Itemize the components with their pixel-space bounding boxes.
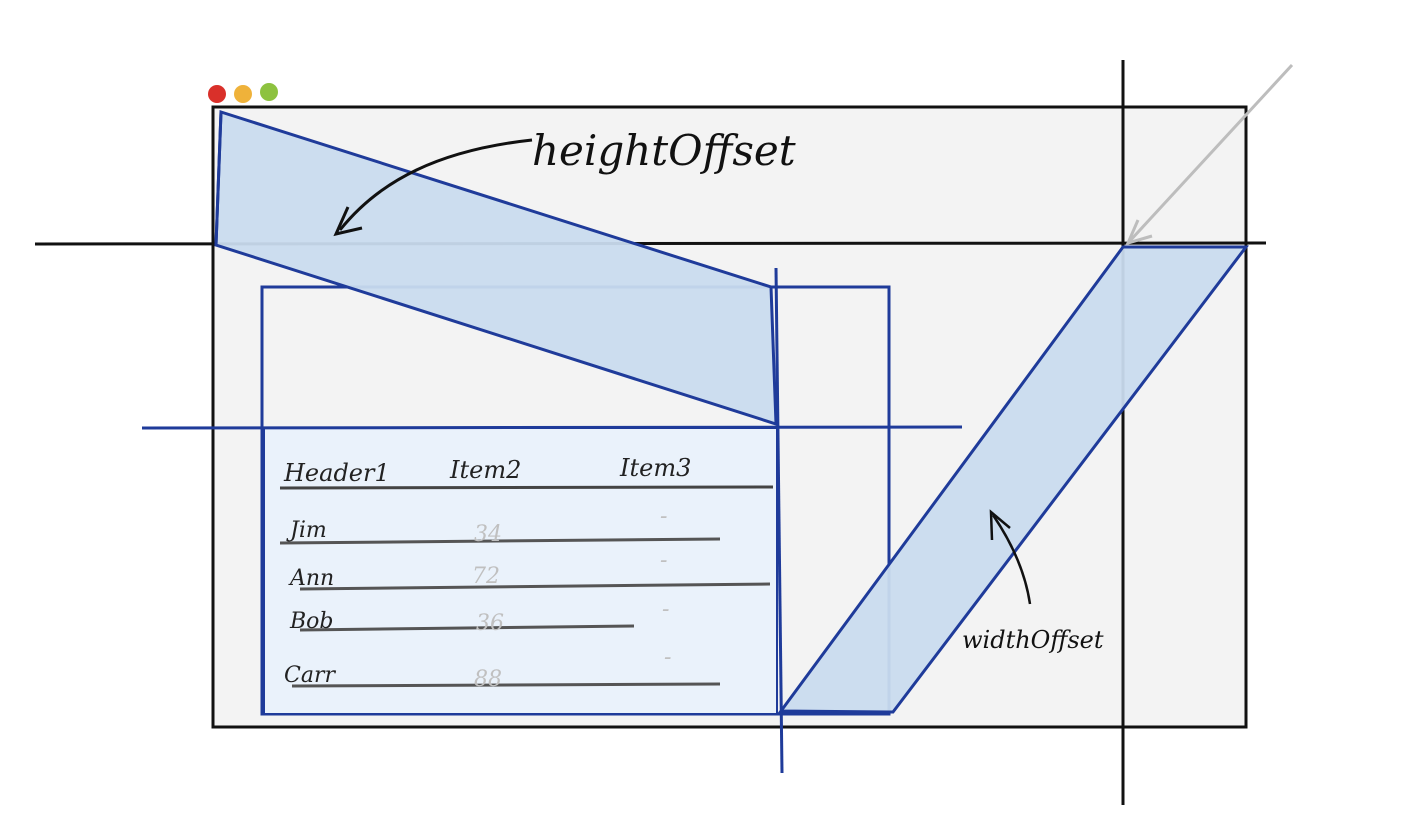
- table-header-1: Header1: [283, 459, 390, 487]
- height-offset-arrowhead: [333, 206, 363, 237]
- table-header-rule: [279, 485, 774, 490]
- row-4-name: Carr: [284, 663, 336, 688]
- width-offset-arrowhead: [989, 509, 1011, 541]
- gray-arrow-line: [1126, 63, 1294, 245]
- row-2-extra: -: [660, 548, 667, 573]
- row-3-value: 36: [476, 611, 504, 636]
- height-offset-vertical: [214, 111, 223, 246]
- row-2-name: Ann: [288, 566, 334, 591]
- table-header-3: Item3: [619, 454, 691, 482]
- row-1-name: Jim: [286, 518, 327, 543]
- row-2-value: 72: [472, 564, 500, 589]
- row-1-extra: -: [660, 504, 667, 529]
- row-rule-1: [279, 537, 721, 545]
- row-1-value: 34: [474, 522, 502, 547]
- gray-arrow-head: [1125, 219, 1153, 246]
- table-header-2: Item2: [449, 456, 521, 484]
- row-rule-4: [291, 682, 721, 688]
- row-rule-2: [299, 582, 771, 591]
- minimize-dot-icon[interactable]: [234, 85, 252, 103]
- row-3-name: Bob: [289, 609, 334, 634]
- height-offset-label: heightOffset: [532, 126, 796, 175]
- table-top-guide: [141, 425, 963, 430]
- close-dot-icon[interactable]: [208, 85, 226, 103]
- row-4-extra: -: [664, 645, 671, 670]
- width-offset-arrow: [991, 514, 1032, 605]
- width-offset-label: widthOffset: [962, 626, 1104, 654]
- width-offset-band: [778, 245, 1250, 714]
- row-rule-3: [299, 624, 635, 632]
- table-right-guide: [774, 267, 784, 774]
- table-box: [263, 427, 778, 715]
- maximize-dot-icon[interactable]: [260, 83, 278, 101]
- row-3-extra: -: [662, 597, 669, 622]
- height-offset-arrow: [338, 138, 533, 231]
- row-4-value: 88: [474, 667, 502, 692]
